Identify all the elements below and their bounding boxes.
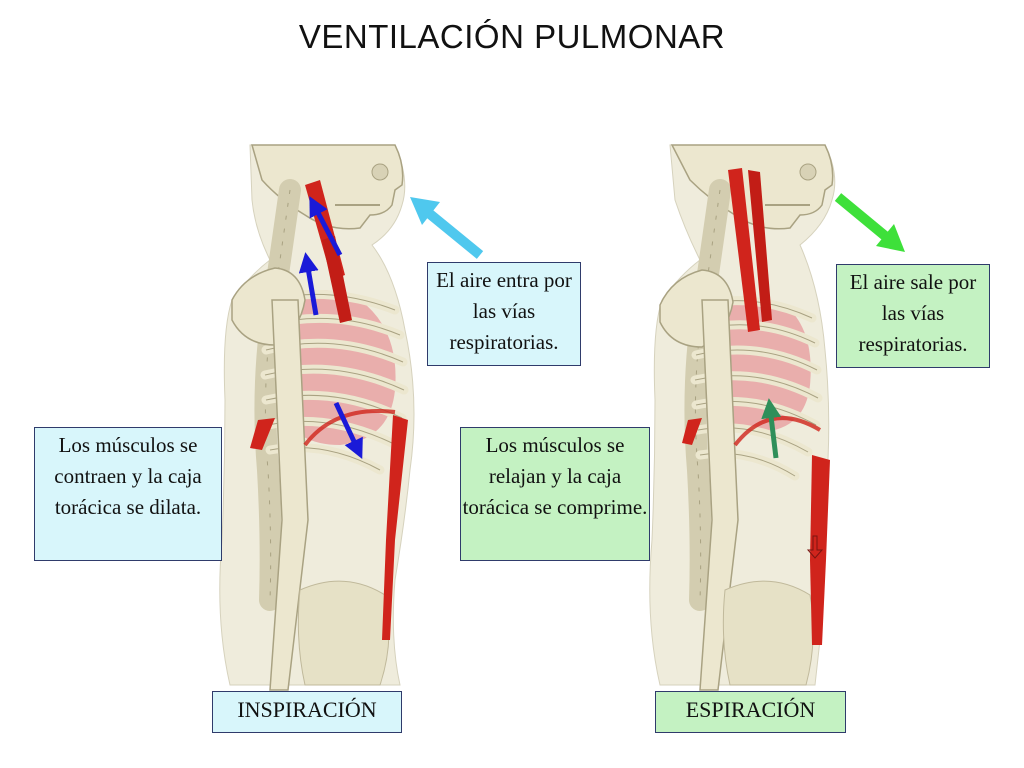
page-title: VENTILACIÓN PULMONAR	[298, 18, 726, 55]
expiration-figure	[649, 144, 905, 691]
neck-muscle	[322, 236, 352, 323]
intercostal-muscle	[682, 418, 702, 445]
expiration-muscle-note: Los músculos se relajan y la caja toráci…	[460, 427, 650, 561]
humerus	[269, 299, 309, 691]
air-in-arrow	[421, 206, 484, 259]
muscle-arrow	[333, 401, 363, 460]
pelvis	[297, 580, 390, 686]
neck-muscle	[748, 170, 772, 322]
muscle-direction-arrow	[806, 535, 824, 559]
inspiration-figure	[219, 144, 484, 691]
muscle-arrow	[298, 252, 319, 316]
muscle-arrow	[309, 196, 343, 257]
expiration-air-note: El aire sale por las vías respiratorias.	[836, 264, 990, 368]
air-out-arrow	[834, 193, 894, 244]
air-out-arrow-head	[876, 224, 905, 252]
inspiration-air-note: El aire entra por las vías respiratorias…	[427, 262, 581, 366]
expiration-label: ESPIRACIÓN	[655, 691, 846, 733]
neck-muscle	[728, 168, 760, 332]
inspiration-muscle-note: Los músculos se contraen y la caja torác…	[34, 427, 222, 561]
air-in-arrow-head	[410, 197, 440, 225]
intercostal-muscle	[250, 418, 275, 450]
pelvis	[722, 580, 814, 686]
abdominal-muscle	[382, 415, 408, 640]
inspiration-label: INSPIRACIÓN	[212, 691, 402, 733]
muscle-arrow	[761, 398, 782, 459]
